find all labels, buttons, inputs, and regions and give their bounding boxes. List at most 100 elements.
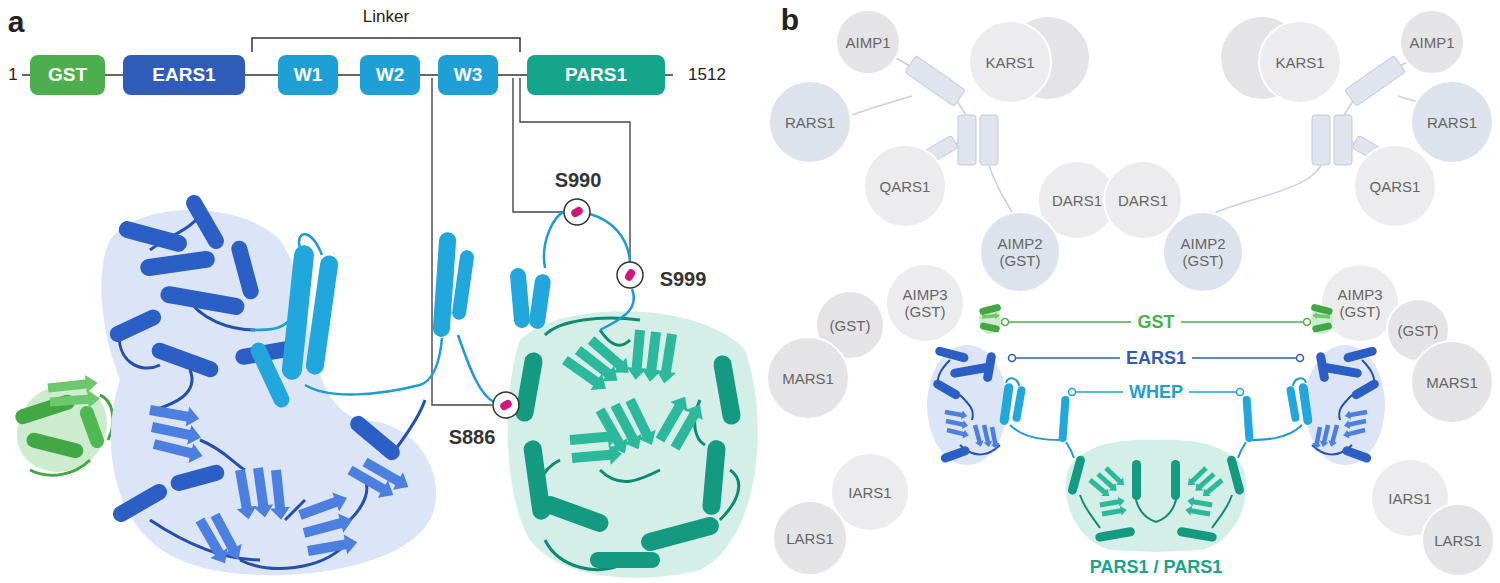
backbone-connector [420, 74, 438, 76]
phosphosite-label: S886 [449, 426, 496, 449]
subunit-name: QARS1 [1370, 178, 1421, 195]
ears1-structure [988, 426, 1001, 450]
subunit-name: KARS1 [985, 54, 1034, 71]
complex-subunit-circle: LARS1 [1421, 503, 1495, 577]
ears1-structure [347, 413, 403, 464]
subunit-name: MARS1 [782, 370, 834, 387]
pars1-structure [1067, 455, 1141, 543]
domain-label: WHEP [1123, 382, 1189, 403]
phosphosite-marker [564, 199, 590, 225]
phosphosite-marker [499, 399, 513, 412]
ears1-structure [266, 469, 291, 521]
complex-subunit-circle: AIMP2 (GST) [1162, 211, 1244, 293]
domain-box: GST [30, 55, 105, 95]
subunit-name: AIMP1 [845, 34, 890, 51]
pars1-structure [1080, 495, 1156, 528]
subunit-name: IARS1 [1388, 490, 1431, 507]
subunit-name: AIMP3 (GST) [894, 286, 956, 320]
ears1-structure [101, 192, 436, 575]
subunit-name: RARS1 [785, 114, 835, 131]
pars1-structure [600, 470, 660, 482]
ears1-structure [934, 346, 969, 363]
pars1-structure [1080, 495, 1100, 528]
residue-number: 1512 [688, 65, 726, 85]
pars1-structure [1087, 464, 1128, 519]
domain-name: PARS1 [565, 64, 627, 86]
domain-name: EARS1 [152, 64, 215, 86]
pars1-structure [621, 396, 661, 450]
subunit-name: MARS1 [1426, 374, 1478, 391]
backbone-connector [338, 74, 360, 76]
ears1-structure [200, 440, 245, 470]
complex-scaffold [958, 115, 976, 165]
pars1-structure [544, 212, 564, 268]
ears1-structure [932, 346, 997, 464]
complex-scaffold [905, 56, 966, 107]
pars1-structure [1066, 440, 1156, 552]
ears1-structure [107, 192, 403, 525]
domain-box: EARS1 [123, 55, 245, 95]
pars1-structure [514, 351, 544, 423]
subunit-name: KARS1 [1275, 54, 1324, 71]
ears1-structure [206, 510, 247, 564]
subunit-name: AIMP2 (GST) [1171, 235, 1235, 269]
pars1-structure [569, 426, 621, 450]
pars1-structure [509, 267, 551, 329]
eprs1-in-complex [1156, 303, 1385, 552]
complex-subunit-circle: RARS1 [1410, 80, 1494, 164]
gst-structure [13, 374, 113, 475]
gst-structure [979, 322, 1000, 333]
pars1-structure [508, 311, 758, 578]
whep-structure [458, 335, 494, 402]
domain-name: W3 [454, 64, 483, 86]
domain-box: W3 [438, 55, 498, 95]
whep-structure [1006, 378, 1074, 458]
complex-subunit-circle: AIMP1 [1399, 9, 1465, 75]
whep-structure [1066, 442, 1074, 458]
region-label: Linker [363, 7, 409, 27]
ears1-structure [139, 250, 216, 277]
ears1-structure [159, 285, 246, 317]
subunit-name: RARS1 [1427, 114, 1477, 131]
subunit-name: (GST) [830, 317, 871, 334]
gst-structure [78, 404, 106, 450]
ears1-structure [944, 408, 968, 421]
domain-guide-lines [1009, 355, 1016, 362]
domain-label: EARS1 [1120, 348, 1192, 369]
complex-subunit-circle: KARS1 [1258, 20, 1342, 104]
pars1-structure [590, 552, 660, 568]
domain-name: GST [48, 64, 87, 86]
ears1-structure [360, 453, 413, 495]
gst-structure [25, 431, 85, 460]
complex-subunit-circle: MARS1 [766, 336, 850, 420]
phosphosite-label: S990 [555, 169, 602, 192]
subunit-name: LARS1 [786, 530, 834, 547]
whep-structure [248, 232, 532, 420]
complex-subunit-circle: QARS1 [863, 144, 947, 228]
whep-structure [999, 378, 1074, 458]
whep-structure [250, 234, 532, 420]
linker-bracket [252, 38, 520, 52]
subunit-name: AIMP1 [1409, 34, 1454, 51]
gst-structure [982, 312, 1000, 320]
ears1-structure [152, 434, 205, 466]
domain-guide-lines [1002, 319, 1009, 326]
pars1-structure [1087, 476, 1113, 500]
complex-subunit-circle: AIMP2 (GST) [979, 211, 1061, 293]
whep-structure [1010, 425, 1062, 440]
ears1-structure [230, 239, 261, 301]
ears1-structure [927, 345, 1007, 465]
phosphosite-marker [624, 268, 637, 282]
ears1-structure [927, 345, 1007, 465]
backbone-connector [105, 74, 123, 76]
complex-subunit-circle: LARS1 [772, 500, 848, 576]
subunit-name: AIMP3 (GST) [1329, 286, 1391, 320]
domain-label: PARS1 / PARS1 [1084, 557, 1228, 578]
gst-structure [17, 385, 107, 472]
ears1-structure [117, 219, 189, 254]
phosphosite-label: S999 [660, 268, 707, 291]
pars1-structure [600, 289, 634, 330]
